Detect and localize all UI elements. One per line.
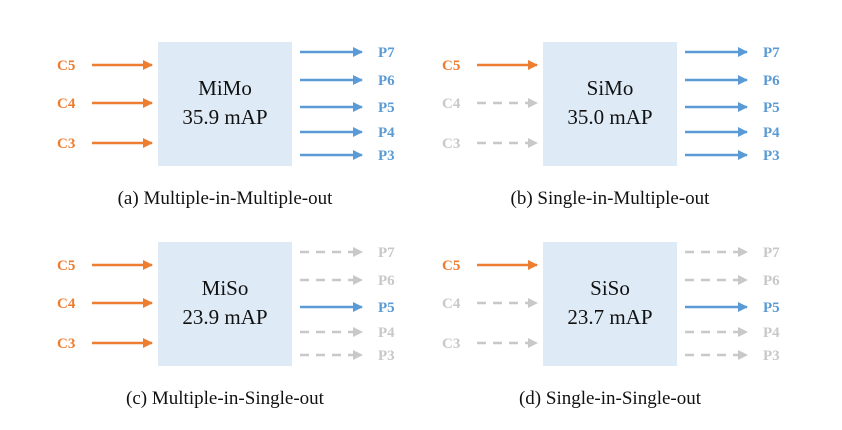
- input-label-c4: C4: [57, 296, 76, 312]
- output-label-p4: P4: [763, 325, 780, 341]
- module-name: SiMo: [587, 76, 634, 100]
- output-label-p3: P3: [378, 348, 395, 364]
- output-label-p7: P7: [378, 45, 395, 61]
- module-score: 23.9 mAP: [182, 305, 267, 329]
- module-score: 35.0 mAP: [567, 105, 652, 129]
- output-label-p5: P5: [763, 100, 780, 116]
- input-label-c3: C3: [57, 336, 75, 352]
- output-label-p4: P4: [378, 325, 395, 341]
- panel-caption: (c) Multiple-in-Single-out: [126, 388, 325, 409]
- output-label-p4: P4: [378, 125, 395, 141]
- output-label-p7: P7: [763, 245, 780, 261]
- module-box: [543, 242, 677, 366]
- input-label-c4: C4: [57, 96, 76, 112]
- input-label-c4: C4: [442, 96, 461, 112]
- module-score: 35.9 mAP: [182, 105, 267, 129]
- input-label-c5: C5: [442, 258, 460, 274]
- input-label-c5: C5: [57, 258, 75, 274]
- output-label-p5: P5: [763, 300, 780, 316]
- output-label-p6: P6: [378, 273, 395, 289]
- output-label-p6: P6: [763, 273, 780, 289]
- output-label-p4: P4: [763, 125, 780, 141]
- module-box: [543, 42, 677, 166]
- output-label-p6: P6: [763, 73, 780, 89]
- input-label-c3: C3: [442, 136, 460, 152]
- output-label-p6: P6: [378, 73, 395, 89]
- module-box: [158, 242, 292, 366]
- output-label-p3: P3: [378, 148, 395, 164]
- output-label-p5: P5: [378, 100, 395, 116]
- output-label-p3: P3: [763, 148, 780, 164]
- output-label-p3: P3: [763, 348, 780, 364]
- module-name: MiSo: [202, 276, 249, 300]
- input-label-c3: C3: [57, 136, 75, 152]
- panel-caption: (b) Single-in-Multiple-out: [511, 188, 711, 209]
- input-label-c3: C3: [442, 336, 460, 352]
- input-label-c5: C5: [57, 58, 75, 74]
- input-label-c5: C5: [442, 58, 460, 74]
- output-label-p7: P7: [378, 245, 395, 261]
- output-label-p7: P7: [763, 45, 780, 61]
- output-label-p5: P5: [378, 300, 395, 316]
- module-name: SiSo: [590, 276, 630, 300]
- input-label-c4: C4: [442, 296, 461, 312]
- module-score: 23.7 mAP: [567, 305, 652, 329]
- module-box: [158, 42, 292, 166]
- module-name: MiMo: [198, 76, 252, 100]
- panel-caption: (d) Single-in-Single-out: [519, 388, 702, 409]
- panel-caption: (a) Multiple-in-Multiple-out: [118, 188, 333, 209]
